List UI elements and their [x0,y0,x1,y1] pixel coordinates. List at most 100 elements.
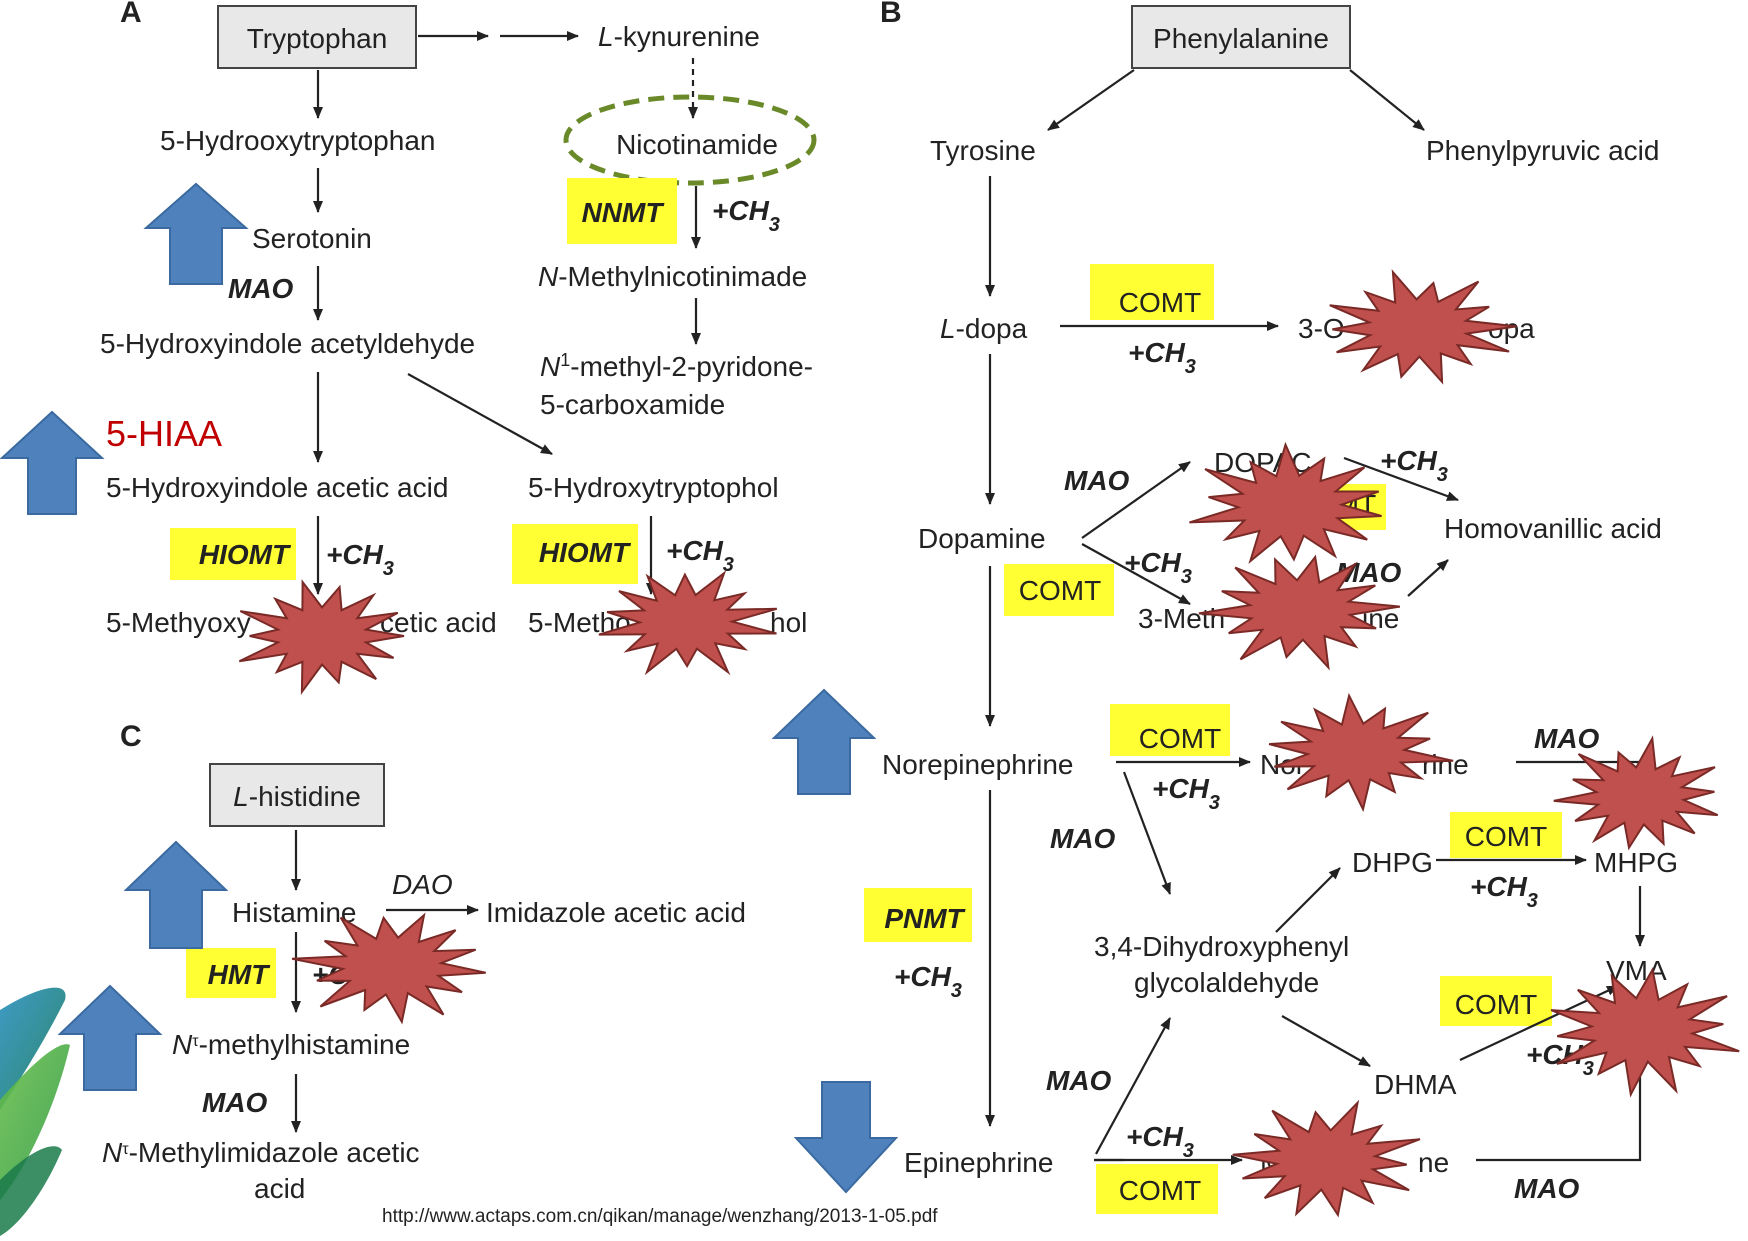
comt-epi-highlight [1096,1164,1218,1214]
starburst-methoxytryptophol [598,570,778,676]
starbursts [238,269,1740,1218]
panel-a: Tryptophan L-kynurenine Nicotinamide 5-H… [100,5,817,638]
nnmt-methyl: +CH3 [712,195,780,236]
starburst-3mt [1198,554,1401,671]
up-arrow-norepinephrine [771,688,877,795]
nnmt-highlight [567,178,677,244]
panel-label-a: A [120,0,142,29]
pnmt-methyl: +CH3 [894,961,962,1002]
hydroxytryptophol-label: 5-Hydroxytryptophol [528,472,779,503]
arrow-dhpgal-dhma [1281,1015,1371,1067]
nnmt-enzyme: NNMT [582,197,666,228]
nicotinamide-label: Nicotinamide [616,129,778,160]
comt-dhpg-highlight [1450,812,1562,858]
methylimidazole-line-1: Nτ-Methylimidazole acetic [102,1137,420,1168]
up-arrow-hiaa [0,410,105,515]
acetic-acid-label: 5-Hydroxyindole acetic acid [106,472,448,503]
dhpg-label: DHPG [1352,847,1433,878]
starburst-metanephrine [1232,1099,1421,1218]
arrow-dopac-hva [1343,456,1459,502]
arrow-epi-dhpgal [1095,1017,1171,1155]
hmt-enzyme: HMT [208,959,272,990]
arrow-dopamine-3mt [1081,543,1191,605]
mhpg-label: MHPG [1594,847,1678,878]
kynurenine-label: L-kynurenine [598,21,760,52]
methylhistamine-label: Nτ-methylhistamine [172,1029,410,1060]
ne-methyl: +CH3 [1152,773,1220,814]
hiomt-1-enzyme: HIOMT [199,539,292,570]
mao-metanephrine: MAO [1514,1173,1580,1204]
panel-label-c: C [120,720,142,753]
tyrosine-label: Tyrosine [930,135,1036,166]
phenylalanine-label: Phenylalanine [1153,23,1329,54]
mna-label: N-Methylnicotinimade [538,261,807,292]
panel-label-b: B [880,0,902,29]
comt-dopamine-enzyme: COMT [1019,575,1101,606]
comt-ne-enzyme: COMT [1139,723,1221,754]
histamine-label: Histamine [232,897,356,928]
ldopa-label: L-dopa [940,313,1028,344]
hiomt-1-methyl: +CH3 [326,539,394,580]
starburst-normetanephrine [1268,692,1454,813]
hydroxytryptophan-label: 5-Hydrooxytryptophan [160,125,435,156]
dopamine-methyl: +CH3 [1124,547,1192,588]
blue-arrows [0,182,899,1194]
pnmt-enzyme: PNMT [884,903,966,934]
methylimidazole-line-2: acid [254,1173,305,1204]
arrow-acetyldehyde-tryptophol [407,373,553,455]
hiomt-2-highlight [512,524,638,584]
comt-ne-highlight [1110,704,1230,756]
dhma-label: DHMA [1374,1069,1457,1100]
epi-methyl: +CH3 [1126,1121,1194,1162]
comt-1-enzyme: COMT [1119,287,1201,318]
pnmt-highlight [864,888,972,942]
phenylpyruvic-label: Phenylpyruvic acid [1426,135,1659,166]
arrow-dhpgal-dhpg [1275,867,1341,933]
starburst-dopac [1189,441,1382,564]
norepinephrine-label: Norepinephrine [882,749,1073,780]
metanephrine-right: ne [1418,1147,1449,1178]
mao-ne: MAO [1050,823,1116,854]
mao-epi: MAO [1046,1065,1112,1096]
mao-nmn: MAO [1534,723,1600,754]
mao-histamine: MAO [202,1087,268,1118]
normetanephrine-right: rine [1422,749,1469,780]
hiomt-2-methyl: +CH3 [666,535,734,576]
methoxy-acid-left: 5-Methyoxy [106,607,251,638]
starburst-vma [1550,966,1740,1098]
pyridone-line-2: 5-carboxamide [540,389,725,420]
tryptophan-label: Tryptophan [247,23,388,54]
serotonin-label: Serotonin [252,223,372,254]
starburst-mao-vma [1553,735,1719,851]
panel-b: Phenylalanine Tyrosine Phenylpyruvic aci… [864,5,1678,1214]
comt-dhma-highlight [1440,976,1552,1026]
methoxy-acid-right: cetic acid [380,607,497,638]
dopac-methyl: +CH3 [1380,445,1448,486]
histidine-box [209,763,385,827]
source-url: http://www.actaps.com.cn/qikan/manage/we… [382,1206,938,1227]
epinephrine-label: Epinephrine [904,1147,1053,1178]
dao-enzyme: DAO [392,869,453,900]
dhma-methyl: +CH3 [1526,1039,1594,1080]
comt-1-highlight [1090,264,1214,320]
starburst-histamine-methyl [291,912,486,1025]
starburst-omethyldopa [1329,269,1517,385]
methoxytyramine-left: 3-Meth [1138,603,1225,634]
mao-serotonin: MAO [228,273,294,304]
up-arrow-serotonin [143,182,249,285]
comt-1-methyl: +CH3 [1128,337,1196,378]
decorative-leaves [0,987,70,1236]
nicotinamide-ellipse [563,94,817,186]
histidine-label: L-histidine [233,781,361,812]
homovanillic-label: Homovanillic acid [1444,513,1662,544]
comt-dopamine-highlight [1004,564,1114,616]
arrow-dopamine-dopac [1081,461,1191,539]
arrow-phe-tyr [1047,69,1135,131]
comt-dhpg-enzyme: COMT [1465,821,1547,852]
up-arrow-methylhistamine [57,984,163,1091]
tryptophan-box [217,5,417,69]
hiomt-1-highlight [170,528,296,580]
hmt-highlight [186,948,276,998]
arrow-ne-dhpgal [1122,771,1172,895]
